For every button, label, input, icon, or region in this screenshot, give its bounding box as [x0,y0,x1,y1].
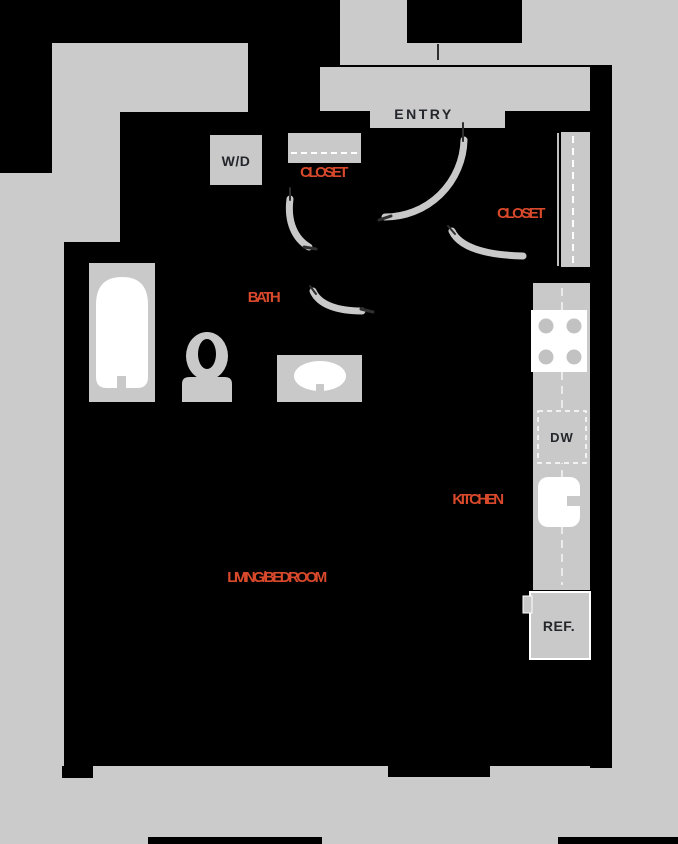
dishwasher-label: DW [550,430,574,445]
wall-bottom-step-left [62,766,93,778]
stove-icon [531,310,587,372]
wall-right [590,65,612,768]
refrigerator-box [522,591,591,660]
kitchen-sink-icon [538,477,587,527]
bath-door-swing-arc [309,287,366,315]
entry-door-swing-arc [381,136,468,221]
vanity-sink-icon [277,355,362,402]
washer-dryer-label: W/D [222,153,251,169]
zone-right-column [612,65,678,844]
dishwasher-box [537,410,587,464]
closet-top-label: CLOSET [300,164,348,181]
closet-right-label: CLOSET [497,205,545,222]
entry-door-end-tick [377,214,393,222]
wall-top-block [407,0,522,43]
zone-entry-doorway [370,110,505,128]
closet-door-tick [447,225,456,235]
wall-bottom-step-mid [388,766,490,777]
zone-left-column [0,173,64,844]
wd-door-swing-arc [285,195,313,251]
refrigerator-label: REF. [543,618,575,634]
labels: ENTRY W/D DW REF. CLOSET CLOSET BATH KIT… [222,106,575,634]
kitchen-fixtures [522,283,591,660]
wd-door-end-tick [302,245,318,251]
bottom-bar-right [558,837,678,844]
closet-door-swing-arc [448,227,527,260]
closet-top-shelf [288,133,361,163]
washer-dryer-box [210,135,262,185]
closet-right-shelf [557,132,590,267]
toilet-icon [182,332,232,402]
bath-label: BATH [248,289,280,306]
bathroom-fixtures [89,263,362,402]
door-swings [285,122,527,315]
zone-entry-hall-lower [320,67,590,111]
living-bedroom-label: LIVING/BEDROOM [227,569,327,586]
kitchen-label: KITCHEN [452,491,503,508]
zone-bottom-band [0,766,678,844]
bathtub-icon [89,263,155,402]
entry-label: ENTRY [394,106,453,122]
bath-door-end-tick [359,307,375,314]
bottom-bar-left [148,837,322,844]
bath-door-tick [309,285,317,295]
closet-fixtures [210,132,590,267]
zone-top-left-bar [52,43,248,112]
wall-cutouts [62,0,678,844]
